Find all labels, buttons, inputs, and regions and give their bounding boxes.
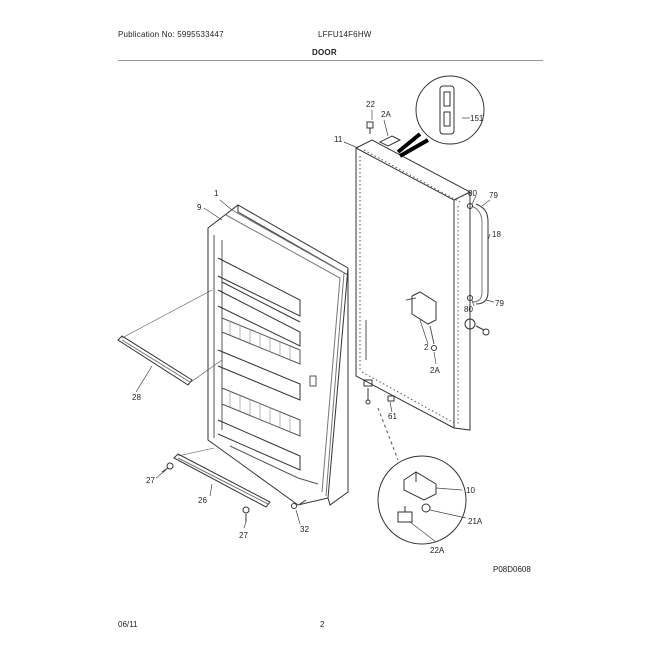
label-part-80-top: 80 [468, 189, 477, 198]
label-part-80-bottom: 80 [464, 305, 473, 314]
label-part-2a-mid: 2A [430, 366, 440, 375]
hinge-pin [363, 379, 395, 405]
leader-lines [135, 110, 495, 543]
label-part-22a: 22A [430, 546, 445, 555]
screw-32 [291, 499, 307, 509]
inner-door-liner [207, 204, 349, 506]
publication-number: Publication No: 5995533447 [118, 30, 224, 39]
header-rule [118, 60, 543, 61]
label-part-79-top: 79 [489, 191, 498, 200]
outer-door-panel [355, 139, 471, 431]
label-part-28: 28 [132, 393, 141, 402]
model-number: LFFU14F6HW [318, 30, 372, 39]
label-part-151: 151 [470, 114, 484, 123]
label-part-27-left: 27 [146, 476, 155, 485]
label-part-11: 11 [334, 135, 343, 144]
label-part-2: 2 [424, 343, 429, 352]
label-part-18: 18 [492, 230, 501, 239]
screw-27-bottom [242, 506, 250, 522]
washer-2a-top [378, 135, 402, 147]
bottom-door-rail [173, 447, 271, 508]
door-hinge-bracket [405, 291, 437, 351]
label-part-32: 32 [300, 525, 309, 534]
label-part-22: 22 [366, 100, 375, 109]
label-part-21a: 21A [468, 517, 483, 526]
label-part-2a-top: 2A [381, 110, 391, 119]
label-part-26: 26 [198, 496, 207, 505]
top-screw-22 [366, 121, 374, 134]
label-part-9: 9 [197, 203, 202, 212]
inset-circle-151 [396, 75, 485, 158]
label-part-61: 61 [388, 412, 397, 421]
footer-date: 06/11 [118, 620, 138, 629]
figure-id: P08D0608 [493, 565, 531, 574]
door-handle [467, 203, 489, 305]
inset-circle-hinge [377, 407, 467, 545]
label-part-27-bottom: 27 [239, 531, 248, 540]
label-part-79-bottom: 79 [495, 299, 504, 308]
label-part-1: 1 [214, 189, 219, 198]
screw-27-left [161, 462, 174, 473]
page-number: 2 [320, 620, 325, 629]
section-title: DOOR [312, 48, 337, 57]
hinge-cam [464, 318, 490, 336]
shelf-rail [117, 289, 223, 386]
label-part-10: 10 [466, 486, 475, 495]
